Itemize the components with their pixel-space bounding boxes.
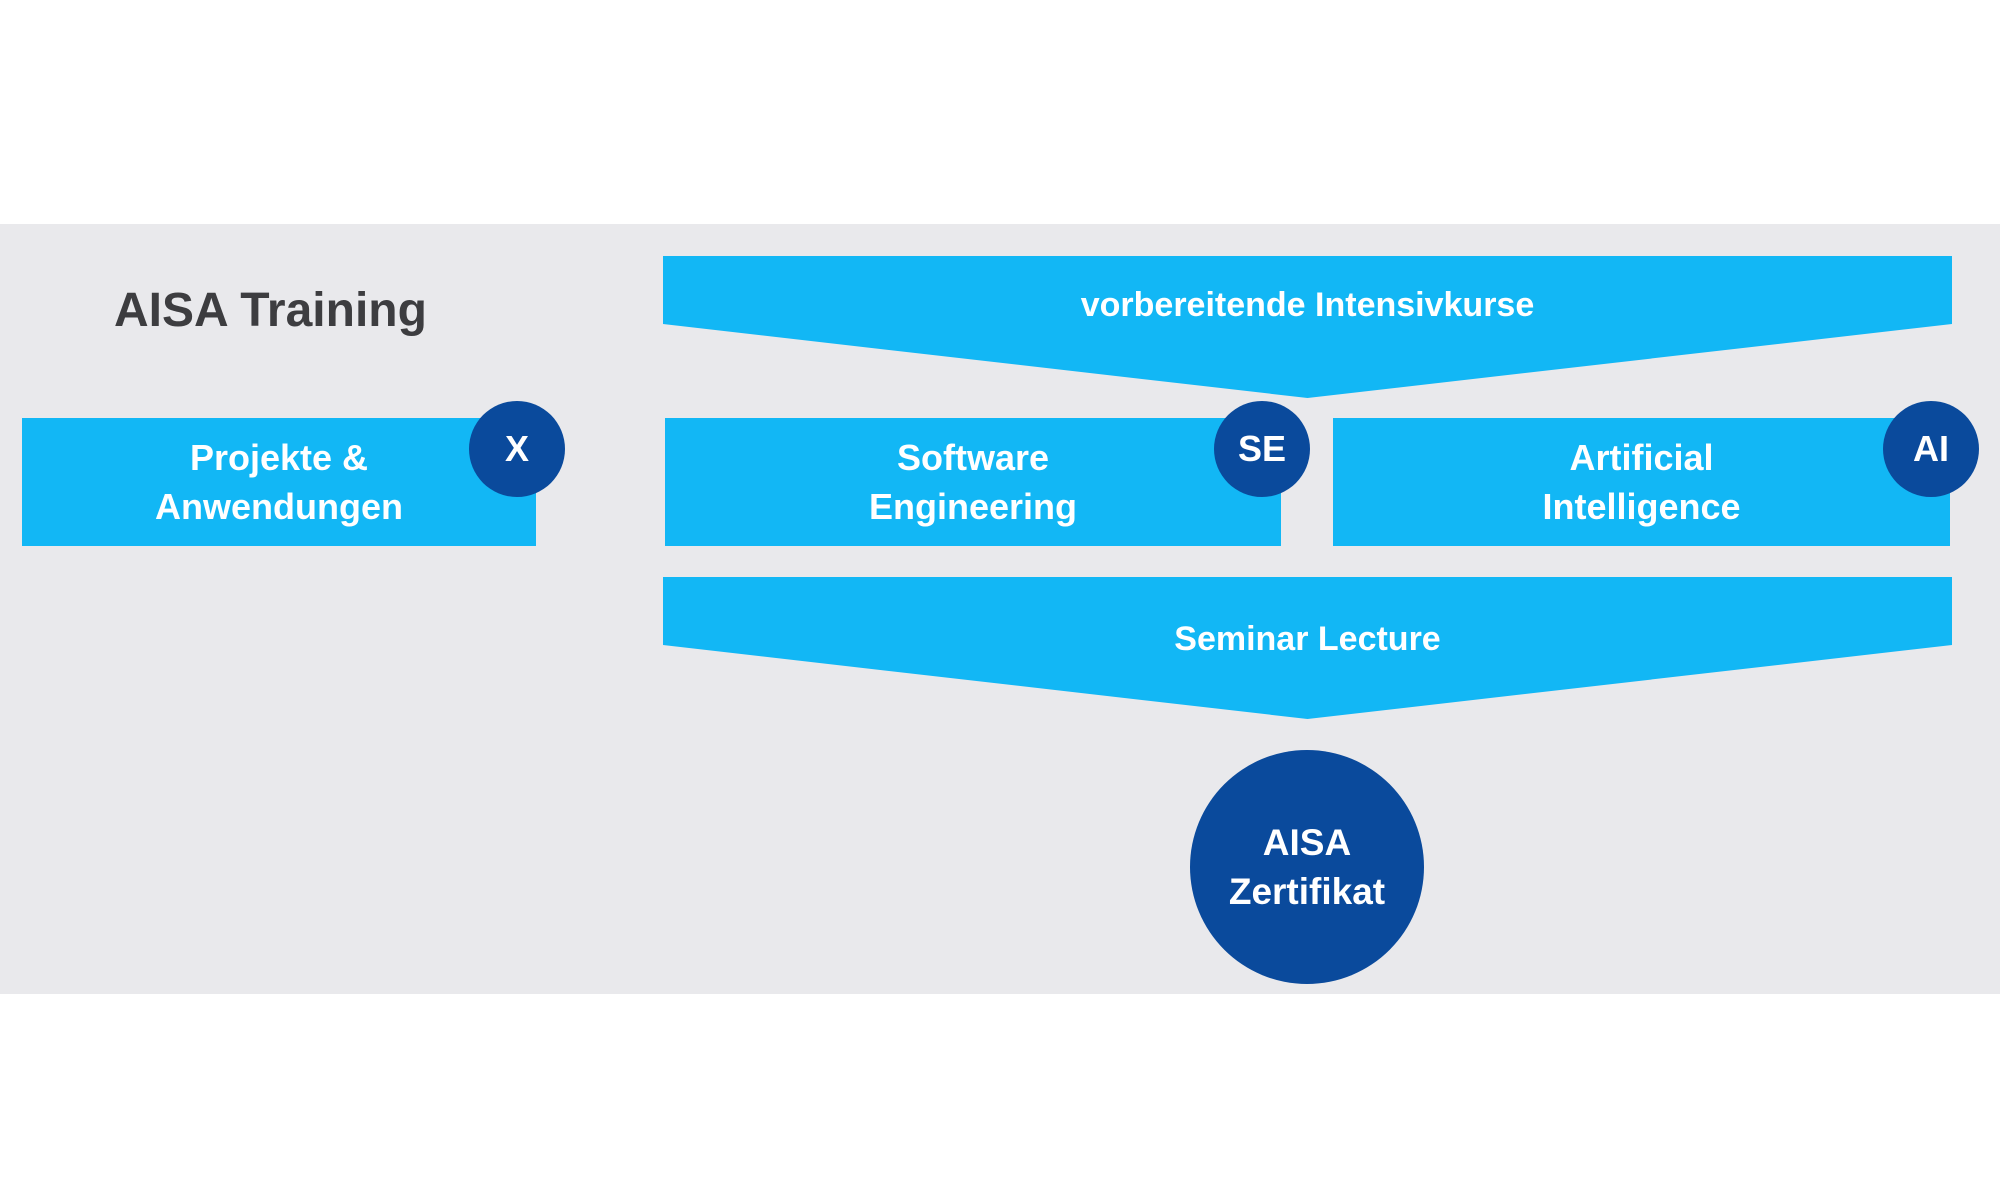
- bottom-banner: Seminar Lecture: [663, 577, 1952, 719]
- certificate-label: AISA Zertifikat: [1229, 818, 1385, 916]
- artificial-intelligence-badge: AI: [1883, 401, 1979, 497]
- artificial-intelligence-label-line2: Intelligence: [1542, 486, 1741, 527]
- certificate-label-line2: Zertifikat: [1228, 871, 1386, 912]
- software-engineering-label: Software Engineering: [869, 433, 1077, 531]
- software-engineering-label-line2: Engineering: [868, 486, 1078, 527]
- software-engineering-box: Software Engineering: [665, 418, 1281, 546]
- projects-badge: X: [469, 401, 565, 497]
- projects-label-line1: Projekte &: [189, 437, 369, 478]
- artificial-intelligence-label-line1: Artificial: [1569, 437, 1714, 478]
- top-banner-label: vorbereitende Intensivkurse: [1080, 286, 1535, 324]
- software-engineering-badge: SE: [1214, 401, 1310, 497]
- artificial-intelligence-label: Artificial Intelligence: [1542, 433, 1740, 531]
- bottom-banner-shape: [663, 577, 1952, 719]
- software-engineering-label-line1: Software: [896, 437, 1050, 478]
- projects-label-line2: Anwendungen: [155, 486, 403, 527]
- projects-label: Projekte & Anwendungen: [155, 433, 403, 531]
- projects-box: Projekte & Anwendungen: [22, 418, 536, 546]
- certificate-circle: AISA Zertifikat: [1190, 750, 1424, 984]
- top-banner: vorbereitende Intensivkurse: [663, 256, 1952, 398]
- top-banner-shape: [663, 256, 1952, 398]
- artificial-intelligence-box: Artificial Intelligence: [1333, 418, 1950, 546]
- diagram-title: AISA Training: [114, 284, 427, 337]
- certificate-label-line1: AISA: [1262, 822, 1352, 863]
- bottom-banner-label: Seminar Lecture: [1174, 620, 1441, 658]
